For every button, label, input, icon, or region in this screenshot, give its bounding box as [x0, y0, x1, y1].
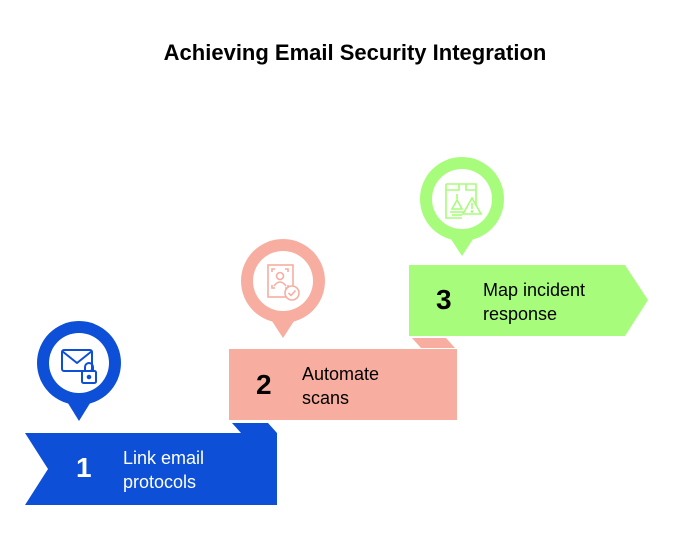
step2-banner	[229, 349, 457, 420]
step2-number: 2	[256, 369, 272, 400]
step1-label-line2: protocols	[123, 472, 197, 492]
step2-label-line1: Automate	[302, 364, 380, 384]
step3-label-line1: Map incident	[483, 280, 586, 300]
connector-step2-to-step3	[412, 338, 455, 348]
step2-label: Automate scans	[302, 362, 379, 410]
step3-label-line2: response	[483, 304, 558, 324]
step2-label-line2: scans	[302, 388, 350, 408]
step3-banner	[409, 265, 648, 336]
step1-label: Link email protocols	[123, 446, 204, 494]
face-scan-check-icon	[267, 264, 300, 301]
step3-number: 3	[436, 284, 452, 315]
step3-pin	[420, 157, 504, 256]
email-lock-icon	[61, 349, 97, 384]
step1-banner	[25, 433, 277, 505]
incident-alert-icon	[445, 183, 483, 219]
connector-step1-to-step2	[232, 423, 277, 433]
step1-number: 1	[76, 452, 92, 483]
diagram-title: Achieving Email Security Integration	[163, 40, 547, 65]
step1-label-line1: Link email	[123, 448, 205, 468]
step2-pin	[241, 239, 325, 338]
step3-label: Map incident response	[483, 278, 585, 326]
